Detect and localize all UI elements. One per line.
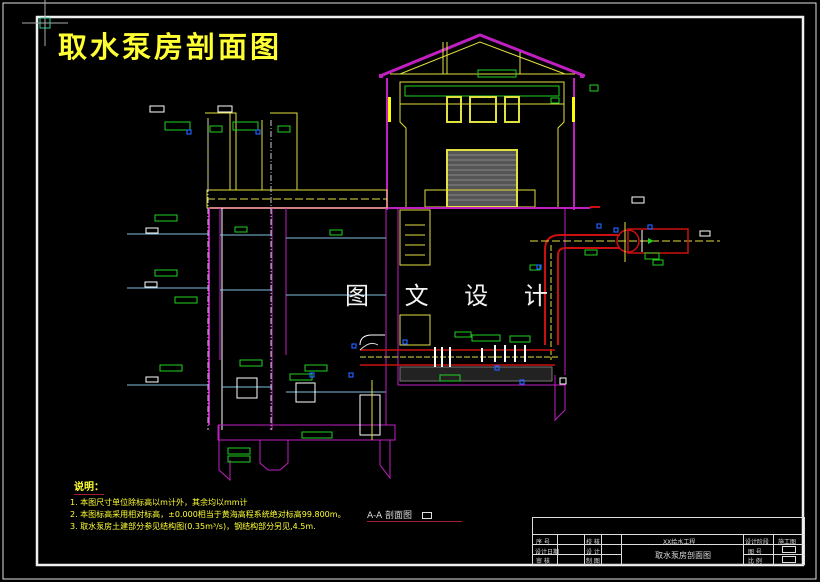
- note-item: 3. 取水泵房土建部分参见结构图(0.35m³/s)，钢结构部分另见,4.5m.: [70, 522, 316, 531]
- note-item: 1. 本图尺寸单位除标高以m计外，其余均以mm计: [70, 498, 248, 507]
- tb-label-seq: 序 号: [536, 539, 550, 546]
- scale-box-icon: [422, 512, 433, 519]
- drawing-frame: [35, 15, 805, 567]
- elevation-annotations: [154, 84, 664, 463]
- tb-drawing-name: 取水泵房剖面图: [655, 551, 711, 560]
- elevation-markers: [144, 105, 711, 385]
- tb-scale-box-icon: [782, 556, 796, 563]
- notes-block: 说明： 1. 本图尺寸单位除标高以m计外，其余均以mm计 2. 本图标高采用相对…: [70, 482, 346, 533]
- section-label: A-A 剖面图: [367, 508, 463, 522]
- section-label-text: A-A 剖面图: [367, 511, 413, 521]
- tb-label-stage: 设计阶段: [745, 539, 770, 546]
- crosshair-cursor-icon: [22, 0, 68, 46]
- title-block: 序 号 设计日期 审 核 校 核 设 计 制 图 XX给水工程 取水泵房剖面图 …: [532, 517, 805, 565]
- tb-label-draw: 制 图: [586, 558, 600, 565]
- drawing-title: 取水泵房剖面图: [58, 30, 283, 64]
- notes-heading: 说明：: [74, 482, 104, 495]
- tb-label-number: 图 号: [748, 549, 762, 556]
- pump-house-superstructure: [210, 33, 600, 210]
- tb-stage-value: 施工图: [778, 539, 797, 546]
- tb-project: XX给水工程: [663, 539, 696, 546]
- tb-label-scale: 比 例: [748, 558, 762, 565]
- tb-label-check: 校 核: [586, 539, 600, 546]
- pump-chamber: [217, 208, 566, 482]
- equipment-tags: [186, 129, 653, 385]
- tb-label-date: 设计日期: [535, 549, 560, 556]
- tb-label-review: 审 核: [536, 558, 550, 565]
- tb-number-box-icon: [782, 546, 796, 553]
- watermark: 图 文 设 计: [345, 282, 562, 310]
- intake-shafts: [127, 112, 399, 430]
- note-item: 2. 本图标高采用相对标高，±0.000相当于黄海高程系统绝对标高99.800m…: [70, 510, 346, 519]
- tb-label-design: 设 计: [586, 549, 600, 556]
